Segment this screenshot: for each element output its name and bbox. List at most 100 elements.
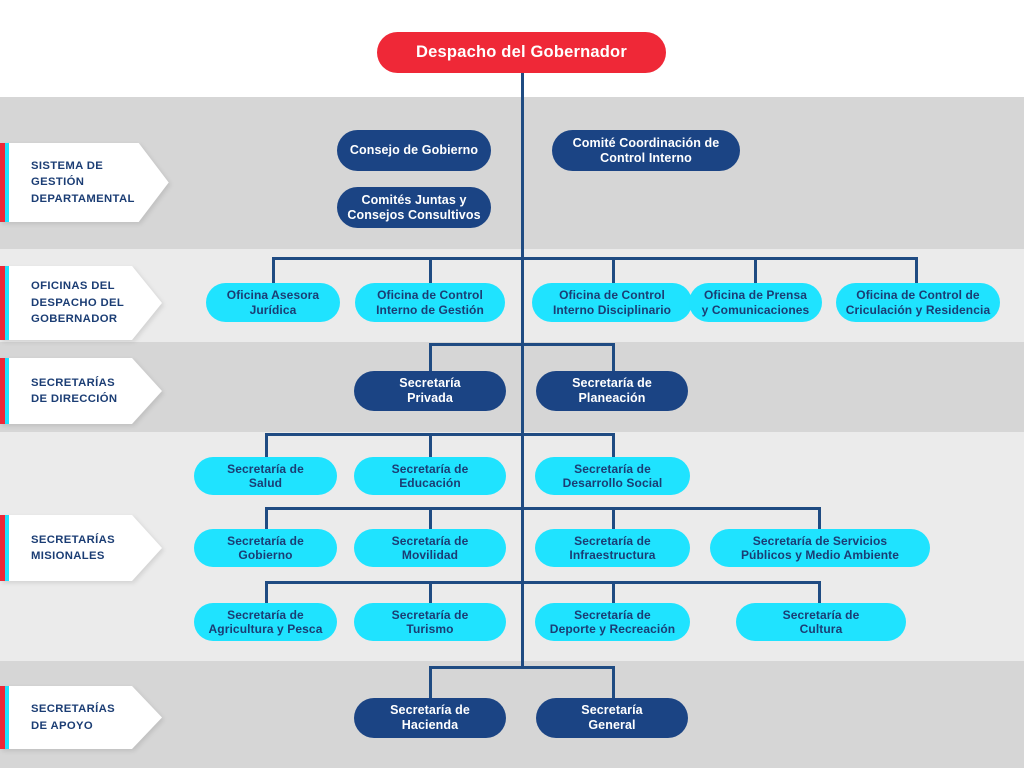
banner-body: SISTEMA DE GESTIÓN DEPARTAMENTAL (9, 143, 169, 222)
banner-label: SECRETARÍAS MISIONALES (31, 533, 115, 562)
node-label: Oficina Asesora Jurídica (226, 288, 320, 317)
oficinas-drop-4 (754, 257, 757, 284)
node-label: Oficina de Prensa y Comunicaciones (701, 288, 810, 317)
direccion-drop-2 (612, 343, 615, 371)
node-comite-coordinacion-de-control-interno[interactable]: Comité Coordinación de Control Interno (552, 130, 740, 171)
node-secretaria-de-turismo[interactable]: Secretaría de Turismo (354, 603, 506, 641)
misionales-row1-bus (265, 433, 615, 436)
node-secretaria-de-deporte-y-recreacion[interactable]: Secretaría de Deporte y Recreación (535, 603, 690, 641)
node-label: Despacho del Gobernador (416, 42, 627, 61)
node-secretaria-de-gobierno[interactable]: Secretaría de Gobierno (194, 529, 337, 567)
banner-secretarias-de-apoyo: SECRETARÍAS DE APOYO (0, 686, 162, 749)
banner-stripes (0, 686, 9, 749)
node-label: Secretaría de Movilidad (391, 533, 469, 562)
node-label: Secretaría de Cultura (782, 607, 860, 636)
node-label: Oficina de Control Interno de Gestión (376, 288, 484, 317)
node-label: Oficina de Control Interno Disciplinario (552, 288, 672, 317)
band-apoyo (0, 661, 1024, 768)
node-label: Secretaría Privada (399, 376, 461, 405)
node-secretaria-de-servicios-publicos-y-medio-ambiente[interactable]: Secretaría de Servicios Públicos y Medio… (710, 529, 930, 567)
banner-stripe-cyan (5, 143, 9, 222)
misionales-row2-drop-1 (265, 507, 268, 531)
node-comites-juntas-y-consejos-consultivos[interactable]: Comités Juntas y Consejos Consultivos (337, 187, 491, 228)
node-label: Secretaría de Infraestructura (569, 533, 656, 562)
node-label: Secretaría de Desarrollo Social (562, 461, 663, 490)
misionales-row1-drop-3 (612, 433, 615, 458)
apoyo-drop-2 (612, 666, 615, 698)
node-secretaria-de-desarrollo-social[interactable]: Secretaría de Desarrollo Social (535, 457, 690, 495)
direccion-bus (429, 343, 615, 346)
node-secretaria-de-cultura[interactable]: Secretaría de Cultura (736, 603, 906, 641)
oficinas-drop-3 (612, 257, 615, 284)
node-oficina-de-control-interno-disciplinario[interactable]: Oficina de Control Interno Disciplinario (532, 283, 692, 322)
node-oficina-de-prensa-y-comunicaciones[interactable]: Oficina de Prensa y Comunicaciones (689, 283, 822, 322)
node-oficina-asesora-juridica[interactable]: Oficina Asesora Jurídica (206, 283, 340, 322)
band-sistema-gestion (0, 97, 1024, 249)
node-secretaria-de-movilidad[interactable]: Secretaría de Movilidad (354, 529, 506, 567)
banner-label: SISTEMA DE GESTIÓN DEPARTAMENTAL (31, 159, 135, 205)
oficinas-drop-5 (915, 257, 918, 284)
banner-body: SECRETARÍAS MISIONALES (9, 515, 162, 581)
misionales-row2-drop-2 (429, 507, 432, 531)
node-label: Comités Juntas y Consejos Consultivos (347, 192, 481, 222)
misionales-row2-drop-4 (818, 507, 821, 531)
node-label: Oficina de Control de Criculación y Resi… (845, 288, 991, 317)
node-secretaria-de-hacienda[interactable]: Secretaría de Hacienda (354, 698, 506, 738)
band-direccion (0, 342, 1024, 432)
oficinas-drop-2 (429, 257, 432, 284)
banner-stripe-red (0, 686, 5, 749)
banner-stripe-red (0, 358, 5, 424)
node-label: Secretaría de Servicios Públicos y Medio… (740, 533, 900, 562)
node-secretaria-de-educacion[interactable]: Secretaría de Educación (354, 457, 506, 495)
banner-stripes (0, 143, 9, 222)
banner-label: OFICINAS DEL DESPACHO DEL GOBERNADOR (31, 280, 125, 326)
misionales-row3-drop-4 (818, 581, 821, 605)
apoyo-drop-1 (429, 666, 432, 698)
node-oficina-de-control-de-criculacion-y-residencia[interactable]: Oficina de Control de Criculación y Resi… (836, 283, 1000, 322)
misionales-row3-drop-3 (612, 581, 615, 605)
banner-stripes (0, 266, 9, 340)
node-secretaria-de-agricultura-y-pesca[interactable]: Secretaría de Agricultura y Pesca (194, 603, 337, 641)
banner-stripe-red (0, 143, 5, 222)
banner-stripe-cyan (5, 686, 9, 749)
oficinas-drop-1 (272, 257, 275, 284)
node-label: Comité Coordinación de Control Interno (572, 135, 720, 165)
node-consejo-de-gobierno[interactable]: Consejo de Gobierno (337, 130, 491, 171)
banner-secretarias-de-direccion: SECRETARÍAS DE DIRECCIÓN (0, 358, 162, 424)
banner-secretarias-misionales: SECRETARÍAS MISIONALES (0, 515, 162, 581)
node-secretaria-privada[interactable]: Secretaría Privada (354, 371, 506, 411)
node-label: Secretaría de Agricultura y Pesca (208, 607, 323, 636)
banner-stripe-cyan (5, 515, 9, 581)
banner-sistema-de-gestion-departamental: SISTEMA DE GESTIÓN DEPARTAMENTAL (0, 143, 162, 222)
banner-body: SECRETARÍAS DE APOYO (9, 686, 162, 749)
banner-stripes (0, 358, 9, 424)
node-label: Secretaría General (581, 703, 643, 732)
node-secretaria-de-infraestructura[interactable]: Secretaría de Infraestructura (535, 529, 690, 567)
misionales-row2-drop-3 (612, 507, 615, 531)
banner-body: OFICINAS DEL DESPACHO DEL GOBERNADOR (9, 266, 162, 340)
node-despacho-del-gobernador[interactable]: Despacho del Gobernador (377, 32, 666, 73)
node-oficina-de-control-interno-de-gestion[interactable]: Oficina de Control Interno de Gestión (355, 283, 505, 322)
direccion-drop-1 (429, 343, 432, 371)
banner-label: SECRETARÍAS DE DIRECCIÓN (31, 376, 118, 405)
misionales-row1-drop-2 (429, 433, 432, 458)
misionales-row3-drop-1 (265, 581, 268, 605)
node-label: Secretaría de Planeación (572, 376, 652, 405)
oficinas-bus (272, 257, 918, 260)
node-secretaria-de-planeacion[interactable]: Secretaría de Planeación (536, 371, 688, 411)
banner-stripe-cyan (5, 266, 9, 340)
misionales-row3-drop-2 (429, 581, 432, 605)
node-label: Secretaría de Salud (227, 461, 304, 490)
banner-stripe-red (0, 515, 5, 581)
node-secretaria-general[interactable]: Secretaría General (536, 698, 688, 738)
node-label: Secretaría de Gobierno (227, 533, 304, 562)
misionales-row3-bus (265, 581, 821, 584)
node-secretaria-de-salud[interactable]: Secretaría de Salud (194, 457, 337, 495)
node-label: Secretaría de Educación (391, 461, 469, 490)
apoyo-bus (429, 666, 615, 669)
node-label: Secretaría de Deporte y Recreación (549, 607, 676, 636)
node-label: Consejo de Gobierno (349, 143, 479, 158)
banner-label: SECRETARÍAS DE APOYO (31, 703, 115, 732)
misionales-row2-bus (265, 507, 821, 510)
